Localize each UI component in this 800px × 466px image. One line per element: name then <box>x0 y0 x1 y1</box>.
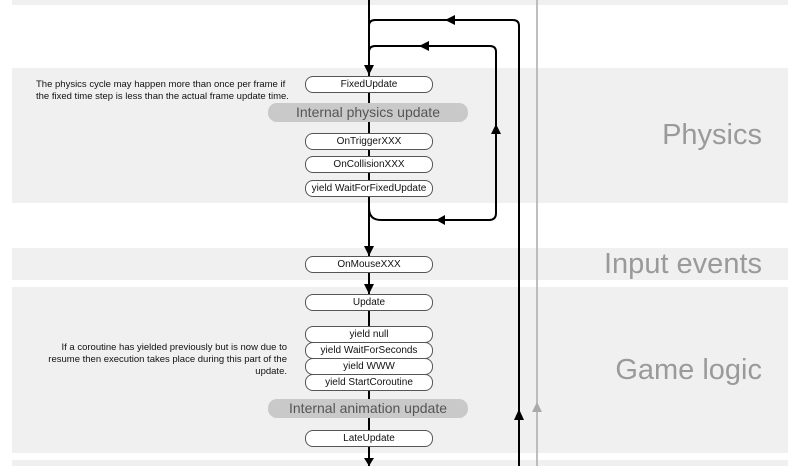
physics-loop-up-arrow <box>491 124 501 134</box>
section-title-input-events: Input events <box>604 248 762 280</box>
onmousexxx-box: OnMouseXXX <box>305 256 433 273</box>
yield-null-box: yield null <box>305 326 433 343</box>
bottom-band <box>12 460 788 466</box>
coroutine-note: If a coroutine has yielded previously bu… <box>48 342 287 377</box>
frame-loop-arrow <box>532 402 542 412</box>
spine-arrow-fixedupdate <box>364 65 374 75</box>
yield-waitforseconds-box: yield WaitForSeconds <box>305 342 433 359</box>
outer-loop-up-arrow <box>514 409 524 420</box>
physics-note: The physics cycle may happen more than o… <box>36 79 289 102</box>
spine-arrow-onmouse <box>364 246 374 256</box>
top-band <box>12 0 788 5</box>
spine-arrow-bottom <box>364 458 374 466</box>
oncollisionxxx-box: OnCollisionXXX <box>305 156 433 173</box>
yield-waitforfixedupdate-box: yield WaitForFixedUpdate <box>305 180 433 197</box>
section-title-game-logic: Game logic <box>615 354 762 386</box>
section-title-physics: Physics <box>662 119 762 151</box>
ontriggerxxx-box: OnTriggerXXX <box>305 133 433 150</box>
spine-arrow-update <box>364 284 374 294</box>
yield-startcoroutine-box: yield StartCoroutine <box>305 374 433 391</box>
physics-loop-left-arrow <box>419 41 429 51</box>
update-box: Update <box>305 294 433 311</box>
physics-loop-right-arrow <box>436 215 445 225</box>
internal-physics-update-pill: Internal physics update <box>268 103 468 122</box>
yield-www-box: yield WWW <box>305 358 433 375</box>
outer-loop-left-arrow <box>445 15 455 25</box>
lateupdate-box: LateUpdate <box>305 430 433 447</box>
fixedupdate-box: FixedUpdate <box>305 76 433 93</box>
internal-animation-update-pill: Internal animation update <box>268 399 468 418</box>
